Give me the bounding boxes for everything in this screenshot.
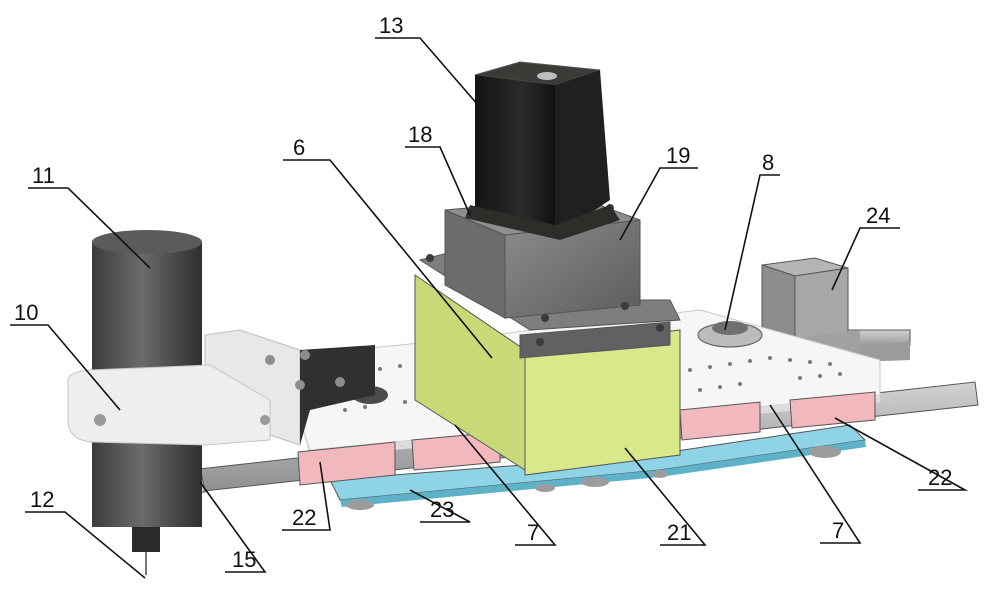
callout-labels: 13 18 6 19 8 11 24 10 12 15 22 23 7 21 7… <box>14 13 952 572</box>
label-21: 21 <box>667 520 691 545</box>
leader-22b <box>834 417 969 491</box>
leader-10 <box>10 324 121 411</box>
leader-12 <box>25 511 146 579</box>
spindle-clamp <box>67 364 271 446</box>
leader-7b <box>769 404 862 544</box>
leader-22a <box>282 461 331 531</box>
leader-lines <box>10 37 969 579</box>
label-22-right: 22 <box>928 465 952 490</box>
label-19: 19 <box>666 143 690 168</box>
label-18: 18 <box>408 122 432 147</box>
label-23: 23 <box>430 497 454 522</box>
label-6: 6 <box>293 135 305 160</box>
label-24: 24 <box>866 203 890 228</box>
spindle-arm <box>204 329 375 446</box>
leader-13 <box>375 37 479 106</box>
label-15: 15 <box>232 547 256 572</box>
leader-23 <box>409 489 471 523</box>
label-7-left: 7 <box>527 520 539 545</box>
label-8: 8 <box>762 150 774 175</box>
leader-15 <box>199 481 267 573</box>
lead-screw-nut <box>697 321 763 348</box>
leader-6 <box>283 159 493 359</box>
leader-21 <box>624 447 707 546</box>
leader-18 <box>405 146 471 216</box>
label-22-left: 22 <box>292 505 316 530</box>
label-13: 13 <box>379 13 403 38</box>
leader-7a <box>454 424 557 546</box>
label-12: 12 <box>30 487 54 512</box>
stepper-motor <box>465 61 620 240</box>
label-7-right: 7 <box>832 518 844 543</box>
leader-8 <box>724 174 780 331</box>
label-10: 10 <box>14 300 38 325</box>
leader-24 <box>831 227 900 291</box>
leader-11 <box>28 187 151 269</box>
label-11: 11 <box>32 163 55 188</box>
leader-19 <box>619 167 698 241</box>
